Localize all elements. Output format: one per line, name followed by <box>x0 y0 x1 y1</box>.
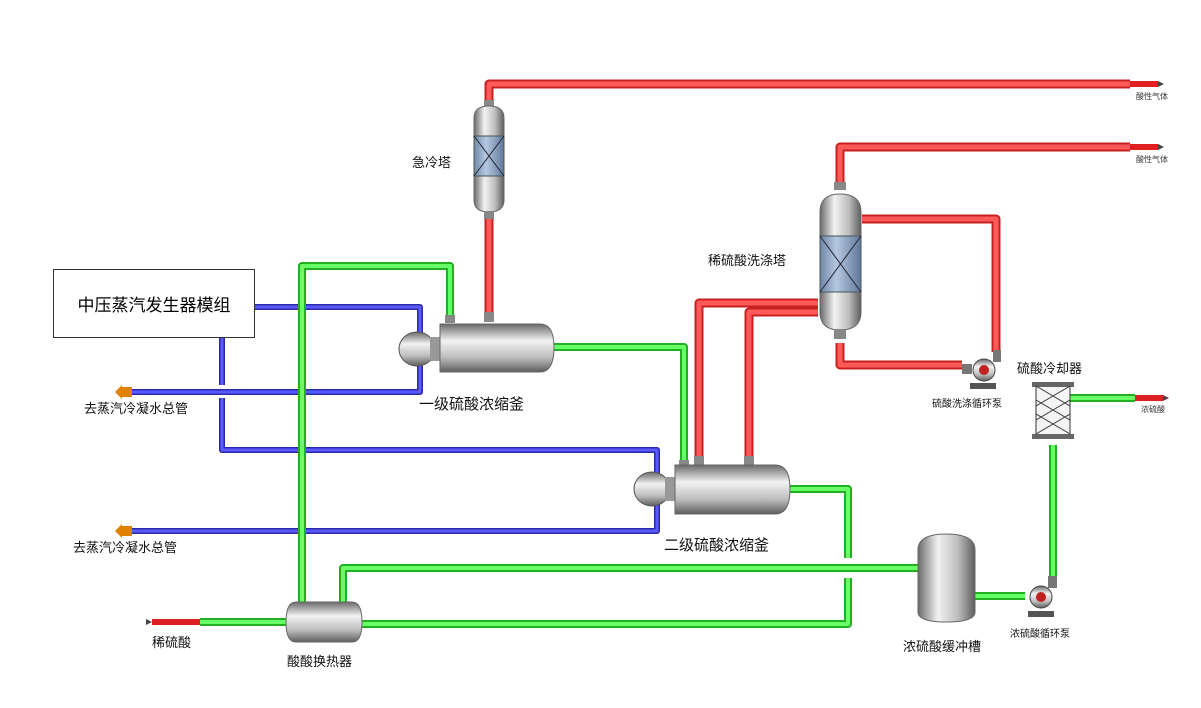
first-stage-concentrator-label: 一级硫酸浓缩釜 <box>419 395 525 413</box>
second-stage-concentrator-label: 二级硫酸浓缩釜 <box>664 536 770 554</box>
condensate-outlet-2-arrow <box>115 524 132 538</box>
acid-heat-exchanger <box>285 601 363 643</box>
buffer-tank-label: 浓硫酸缓冲槽 <box>903 640 982 655</box>
acid-gas-outlet-1-marker <box>1130 81 1164 87</box>
wash-tower <box>819 182 862 339</box>
quench-tower-label: 急冷塔 <box>412 156 452 171</box>
condensate-outlet-1-label: 去蒸汽冷凝水总管 <box>84 402 189 417</box>
dilute-acid-inlet-marker <box>146 619 200 625</box>
conc-circulation-pump <box>1028 576 1057 617</box>
acid-gas-outlet-2-label: 酸性气体 <box>1136 155 1168 164</box>
buffer-tank <box>917 533 976 623</box>
wash-pump-label: 硫酸洗涤循环泵 <box>932 399 1002 410</box>
dilute-acid-inlet-label: 稀硫酸 <box>152 636 192 651</box>
conc-acid-outlet-label: 浓硫酸 <box>1141 405 1165 414</box>
red-pipes <box>484 79 1130 462</box>
conc-acid-outlet-marker <box>1135 395 1169 401</box>
steam-generator-module-label: 中压蒸汽发生器模组 <box>77 296 231 316</box>
blue-pipes <box>130 304 660 534</box>
condensate-outlet-2-label: 去蒸汽冷凝水总管 <box>73 541 178 556</box>
first-stage-concentrator <box>398 312 555 373</box>
quench-tower <box>473 100 505 219</box>
heat-exchanger-label: 酸酸换热器 <box>287 655 353 670</box>
acid-gas-outlet-1-label: 酸性气体 <box>1136 92 1168 101</box>
conc-pump-label: 浓硫酸循环泵 <box>1010 629 1070 640</box>
wash-circulation-pump <box>962 350 1001 389</box>
acid-cooler-label: 硫酸冷却器 <box>1017 362 1083 377</box>
acid-cooler <box>1032 382 1074 439</box>
acid-gas-outlet-2-marker <box>1130 144 1164 150</box>
wash-tower-label: 稀硫酸洗涤塔 <box>708 254 787 269</box>
steam-generator-module: 中压蒸汽发生器模组 <box>53 269 255 338</box>
second-stage-concentrator <box>633 456 791 515</box>
condensate-outlet-1-arrow <box>115 385 132 399</box>
